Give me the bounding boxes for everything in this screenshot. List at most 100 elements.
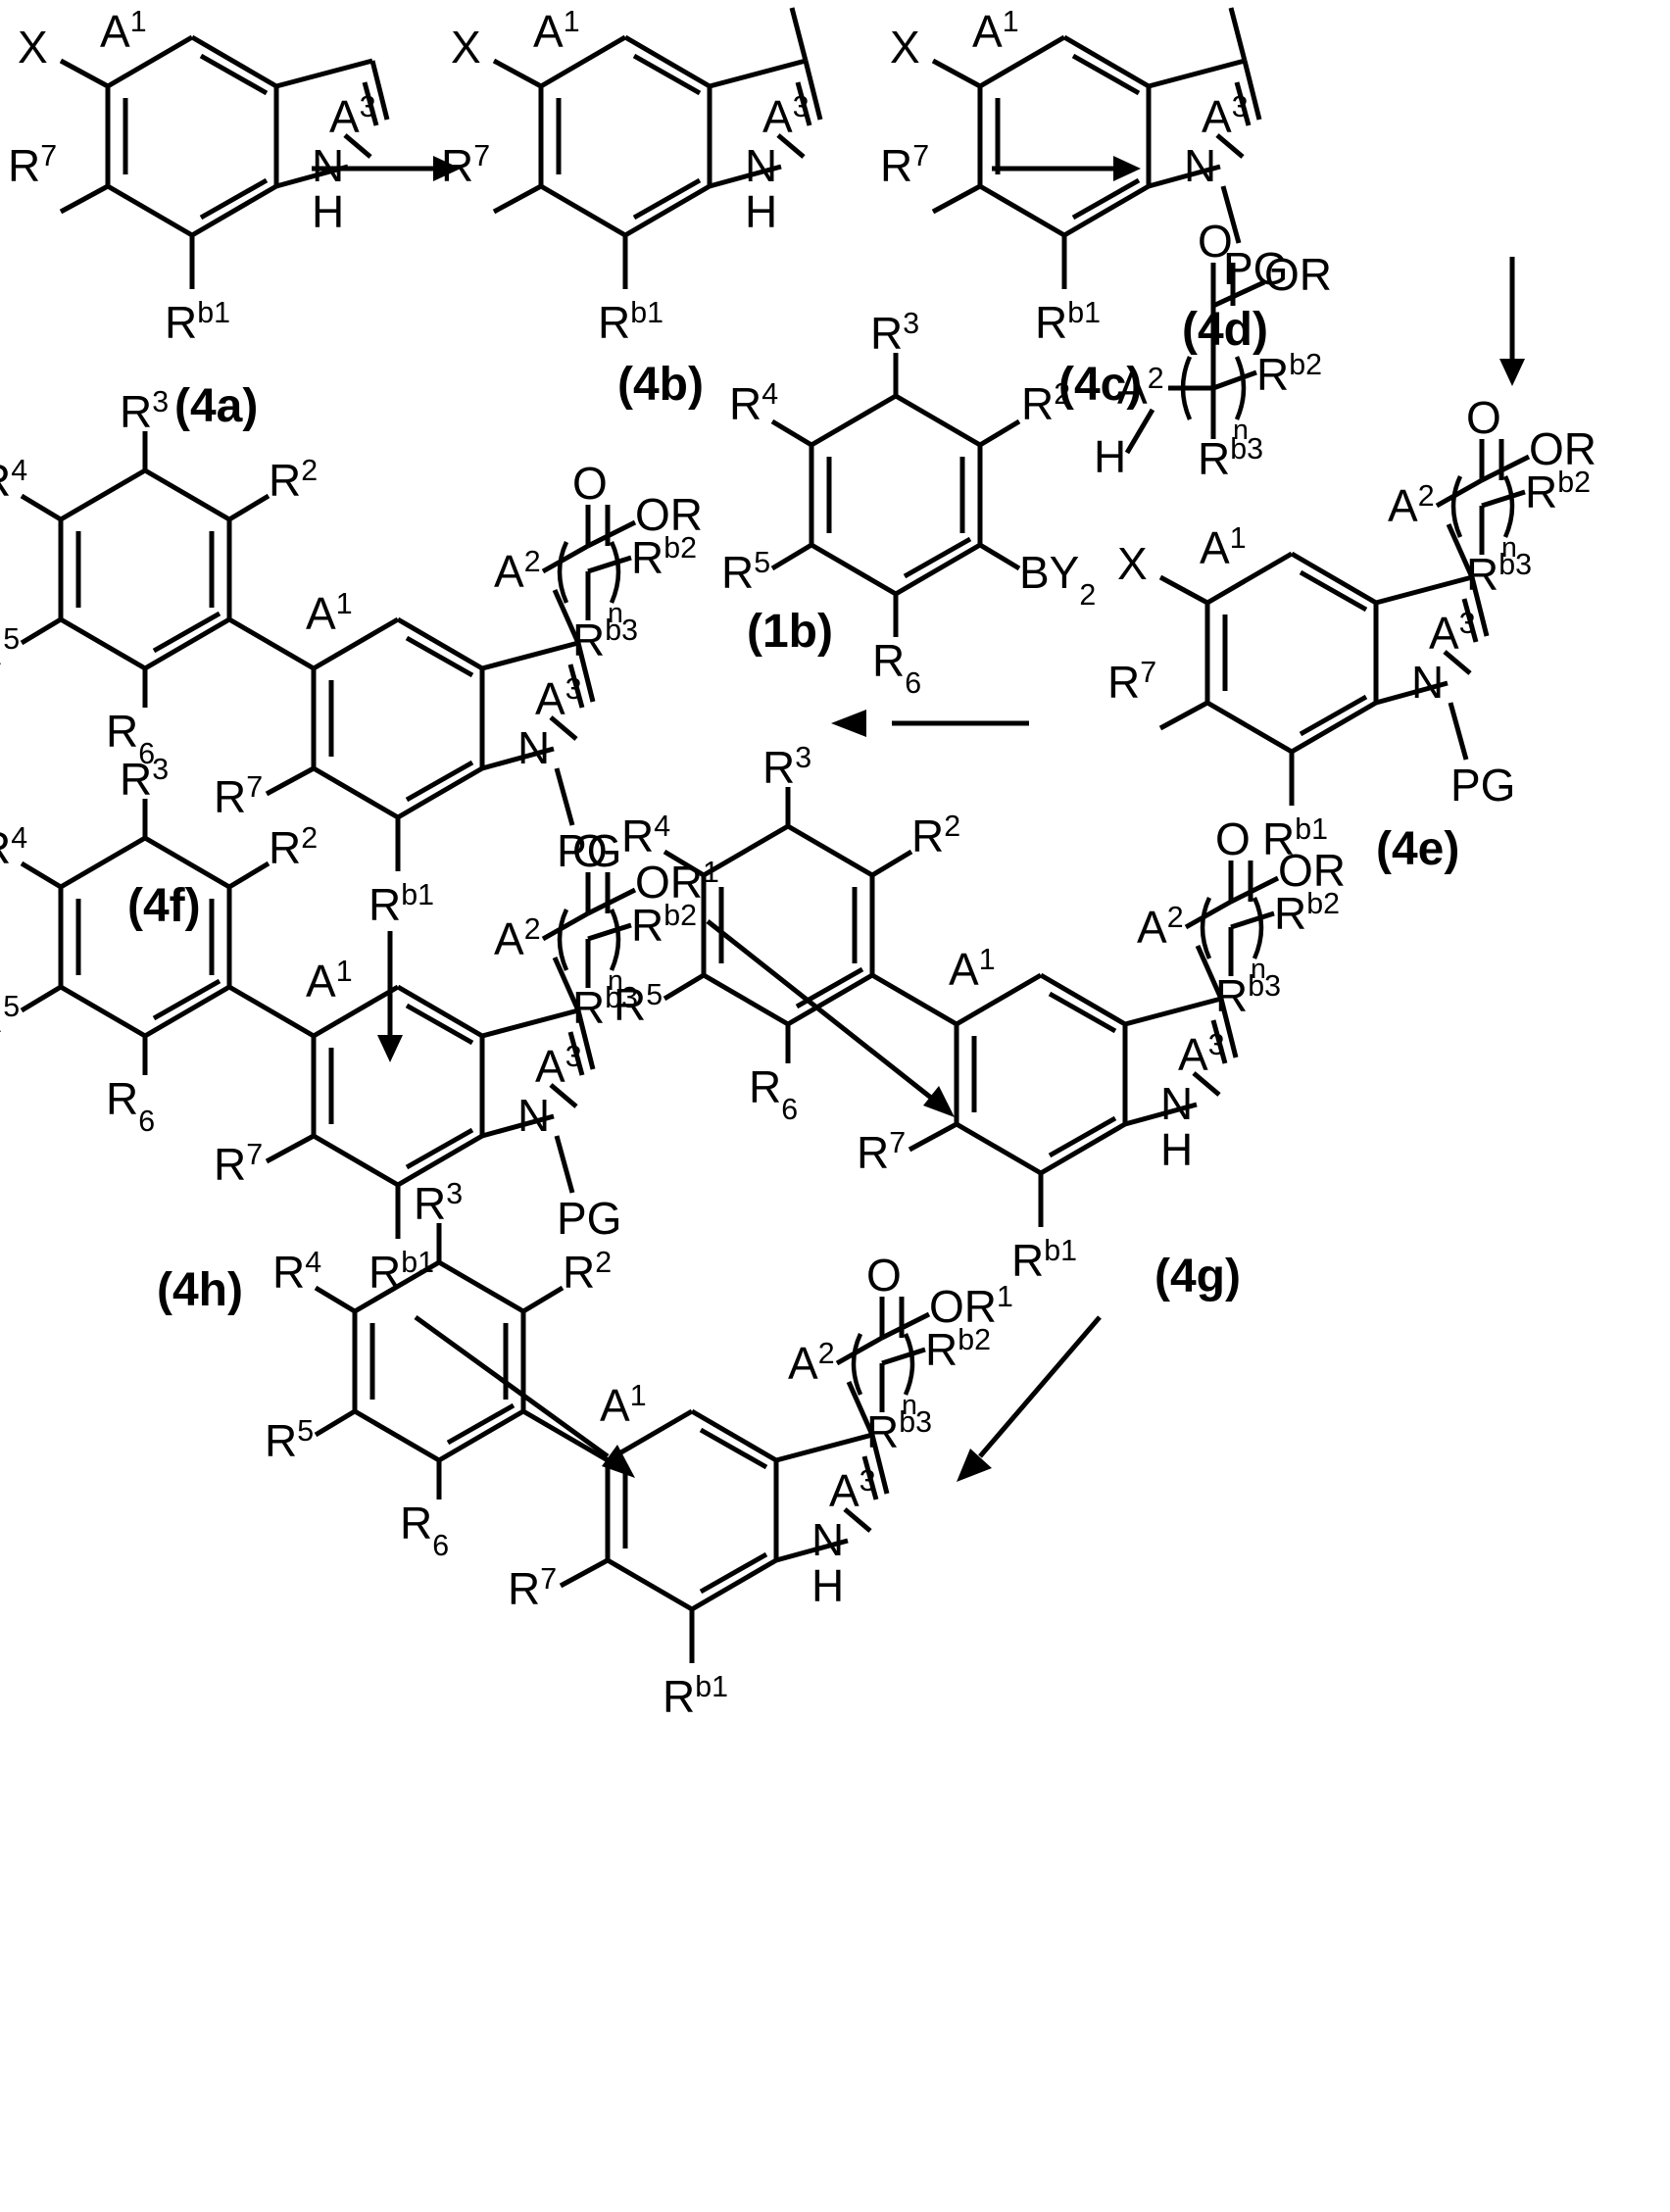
label-rb1-4c: Rb1 [1035, 297, 1101, 349]
label-rb1-4g: Rb1 [1011, 1235, 1077, 1287]
label-r2-final: R2 [563, 1247, 612, 1299]
label-r7-4c: R7 [880, 140, 929, 192]
label-r4-4g: R4 [621, 811, 670, 862]
label-rb2-4f: Rb2 [631, 532, 697, 584]
arrow-4g-to-final [957, 1315, 1102, 1482]
label-rb2-4e: Rb2 [1525, 467, 1591, 518]
label-rb3-4f: Rb3 [572, 614, 638, 666]
label-r2-4g: R2 [911, 811, 960, 862]
structure-4c: X A1 I A3 N PG R7 Rb1 (4c) [880, 0, 1288, 411]
structure-1b: R3 R4 R2 R5 BY2 R6 (1b) [721, 308, 1096, 700]
label-rb1-4a: Rb1 [165, 297, 230, 349]
label-rb1-final: Rb1 [663, 1671, 728, 1723]
compound-label-1b: (1b) [747, 606, 833, 658]
label-or-4d: OR [1264, 249, 1332, 300]
label-r2-1b: R2 [1021, 378, 1070, 430]
label-a2-4g: A2 [1137, 902, 1184, 954]
structure-4a: X A1 A3 N H R7 Rb1 (4a) [8, 6, 390, 432]
label-a3-4a: A3 [329, 91, 376, 143]
compound-label-4g: (4g) [1154, 1251, 1241, 1303]
label-rb1-4b: Rb1 [598, 297, 663, 349]
label-r7-4e: R7 [1107, 657, 1156, 709]
arrow-4e-to-4f [831, 710, 1029, 737]
structure-4b: X A1 I A3 N H R7 Rb1 (4b) [441, 0, 823, 411]
arrow-4h-to-final [414, 1314, 635, 1478]
arrow-4b-to-4c [992, 156, 1141, 181]
label-rb3-final: Rb3 [866, 1406, 932, 1458]
label-a1-4h: A1 [306, 956, 353, 1008]
label-n-count-4g: n [1251, 954, 1266, 985]
label-a2-4e: A2 [1388, 480, 1435, 532]
label-r6-1b: R6 [872, 635, 921, 700]
label-a3-final: A3 [829, 1465, 876, 1517]
label-rb2-4d: Rb2 [1256, 349, 1322, 401]
label-a1-4a: A1 [100, 6, 147, 58]
label-r3-4g: R3 [762, 742, 811, 794]
structure-4g: R3 R4 R2 R5 R6 O OR A2 n Rb2 Rb3 A1 A3 N… [614, 742, 1346, 1303]
label-a2-4h: A2 [494, 913, 541, 965]
label-a3-4b: A3 [762, 91, 810, 143]
label-a1-final: A1 [600, 1380, 647, 1432]
label-rb2-final: Rb2 [925, 1324, 991, 1376]
label-n-final: N [811, 1514, 844, 1565]
label-r5-4f: R5 [0, 623, 20, 675]
label-rb2-4h: Rb2 [631, 900, 697, 952]
compound-label-4h: (4h) [157, 1264, 243, 1316]
structure-4d: (4d) O OR A2 n Rb2 Rb3 H [1094, 216, 1332, 484]
label-n-4h: N [517, 1090, 550, 1141]
label-o-4g: O [1215, 813, 1251, 864]
structure-4f: R3 R4 R2 R5 R6 O OR A2 n Rb2 Rb3 A1 A3 N… [0, 386, 703, 933]
label-r3-final: R3 [414, 1178, 463, 1230]
label-r5-final: R5 [265, 1415, 314, 1467]
label-o-4f: O [572, 458, 608, 509]
compound-label-4d: (4d) [1182, 304, 1268, 356]
label-o-4e: O [1466, 392, 1501, 443]
label-x-4a: X [18, 22, 48, 73]
label-r2-4f: R2 [269, 455, 318, 507]
compound-label-4e: (4e) [1376, 823, 1459, 875]
label-r5-1b: R5 [721, 547, 770, 599]
label-n-4c: N [1184, 140, 1216, 191]
label-h-4g: H [1160, 1124, 1193, 1175]
label-n-count-4d: n [1233, 415, 1249, 446]
label-rb2-4g: Rb2 [1274, 888, 1340, 940]
label-o-final: O [866, 1250, 902, 1301]
compound-label-4b: (4b) [617, 359, 704, 411]
label-rb3-4e: Rb3 [1466, 549, 1532, 601]
label-a3-4g: A3 [1178, 1029, 1225, 1081]
label-n-4b: N [745, 140, 777, 191]
label-a1-4e: A1 [1200, 522, 1247, 574]
label-r7-4f: R7 [214, 771, 263, 823]
label-o-4d: O [1198, 216, 1233, 267]
label-r5-4h: R5 [0, 991, 20, 1043]
compound-label-4c: (4c) [1058, 359, 1142, 411]
label-rb3-4g: Rb3 [1215, 970, 1281, 1022]
label-a3-4e: A3 [1429, 608, 1476, 660]
label-n-4a: N [312, 140, 344, 191]
label-n-count-4h: n [608, 965, 623, 997]
label-a2-4d: A2 [1117, 363, 1164, 415]
arrow-4f-to-4h [377, 931, 403, 1062]
label-n-count-final: n [902, 1390, 917, 1421]
label-h-4d: H [1094, 431, 1126, 482]
label-r3-4h: R3 [120, 754, 169, 806]
label-r2-4h: R2 [269, 822, 318, 874]
label-n-4e: N [1411, 657, 1444, 708]
label-rb3-4d: Rb3 [1198, 433, 1263, 485]
label-n-4g: N [1160, 1078, 1193, 1129]
label-n-count-4e: n [1501, 532, 1517, 564]
label-r4-1b: R4 [729, 378, 778, 430]
label-a2-4f: A2 [494, 546, 541, 598]
compound-label-4a: (4a) [174, 380, 258, 432]
label-a3-4h: A3 [535, 1041, 582, 1093]
label-h-4b: H [745, 186, 777, 237]
label-r7-final: R7 [508, 1563, 557, 1615]
label-pg-4e: PG [1450, 760, 1515, 811]
label-r7-4a: R7 [8, 140, 57, 192]
label-rb1-4f: Rb1 [368, 879, 434, 931]
label-a1-4g: A1 [949, 944, 996, 996]
structure-4e: O OR A2 n Rb2 Rb3 X A1 A3 N PG R7 Rb1 (4… [1107, 392, 1596, 875]
label-n-4f: N [517, 722, 550, 773]
